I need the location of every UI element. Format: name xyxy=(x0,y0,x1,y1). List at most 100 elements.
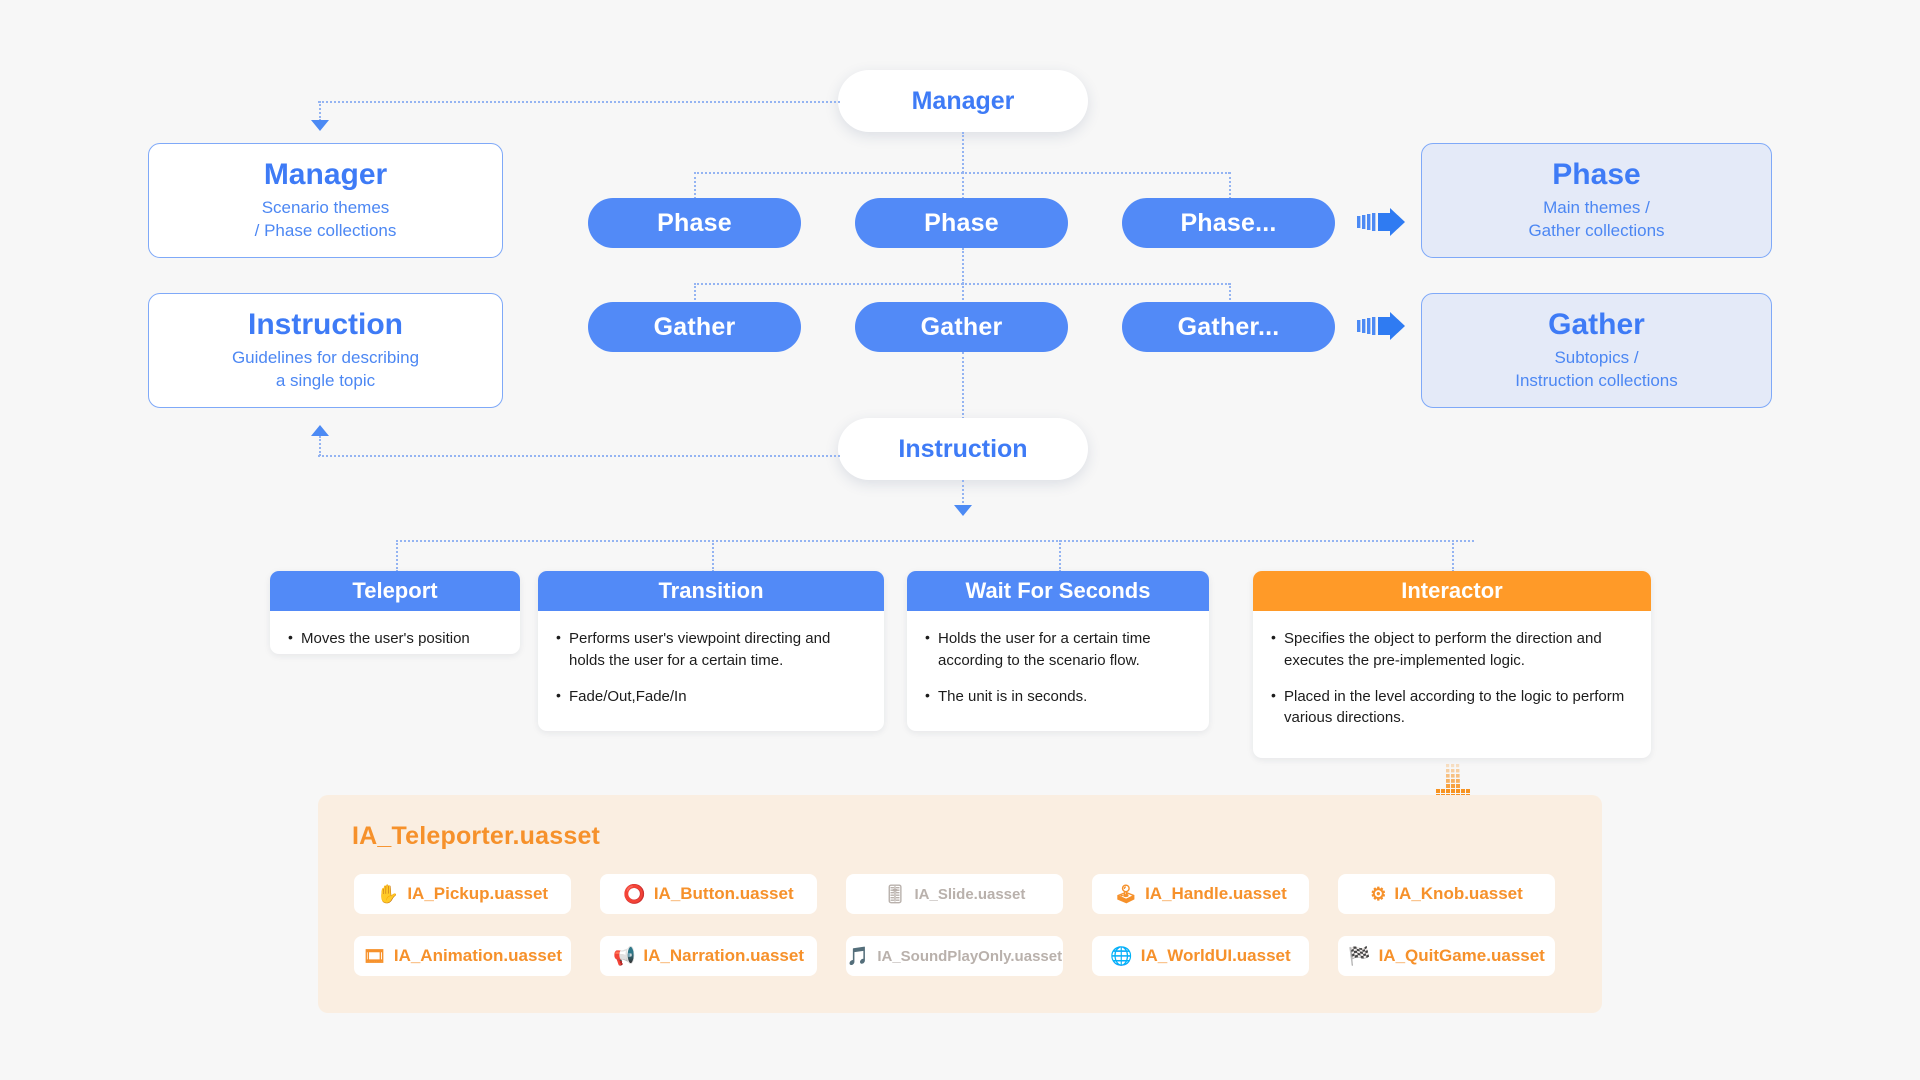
connector-instruction-to-left-box xyxy=(318,455,840,457)
connector-detail-bus xyxy=(396,540,1474,542)
card-wait-for-seconds[interactable]: Wait For Seconds Holds the user for a ce… xyxy=(907,571,1209,731)
card-interactor-header: Interactor xyxy=(1253,571,1651,611)
asset-chip-ia-animation[interactable]: 🎞 IA_Animation.uasset xyxy=(354,936,571,976)
card-wait-for-seconds-title: Wait For Seconds xyxy=(965,578,1151,603)
arrowhead-instruction-down xyxy=(954,505,972,516)
connector-gather-drop-2 xyxy=(962,283,964,304)
connector-gather-drop-3 xyxy=(1229,283,1231,304)
node-manager-pill-label: Manager xyxy=(911,86,1015,115)
connector-gather2-to-instruction xyxy=(962,352,964,419)
connector-detail-drop-2 xyxy=(712,540,714,572)
connector-manager-to-left-box xyxy=(318,101,840,103)
globe-icon: 🌐 xyxy=(1110,946,1133,966)
box-manager-definition: Manager Scenario themes / Phase collecti… xyxy=(148,143,503,258)
node-manager-pill[interactable]: Manager xyxy=(838,70,1088,132)
box-instruction-subtitle-line1: Guidelines for describing xyxy=(231,348,420,368)
joystick-icon: 🕹 xyxy=(1114,884,1138,904)
asset-chip-ia-handle[interactable]: 🕹 IA_Handle.uasset xyxy=(1092,874,1309,914)
connector-detail-drop-3 xyxy=(1059,540,1061,572)
node-gather-2[interactable]: Gather xyxy=(855,302,1068,352)
node-phase-2-label: Phase xyxy=(924,208,999,237)
asset-chip-ia-soundplayonly-label: IA_SoundPlayOnly.uasset xyxy=(877,947,1063,965)
asset-chip-ia-knob-label: IA_Knob.uasset xyxy=(1394,884,1523,903)
box-manager-subtitle-line1: Scenario themes xyxy=(261,198,390,218)
node-phase-3-label: Phase... xyxy=(1180,208,1277,237)
card-transition-title: Transition xyxy=(658,578,764,603)
node-phase-1[interactable]: Phase xyxy=(588,198,801,248)
connector-phase-drop-2 xyxy=(962,172,964,199)
card-teleport-header: Teleport xyxy=(270,571,520,611)
connector-detail-drop-4 xyxy=(1452,540,1454,572)
connector-phase-drop-1 xyxy=(694,172,696,199)
connector-phase2-stem xyxy=(962,248,964,284)
asset-chip-ia-pickup-label: IA_Pickup.uasset xyxy=(407,884,549,903)
card-transition-bullet-1: Performs user's viewpoint directing and … xyxy=(556,627,866,672)
node-phase-1-label: Phase xyxy=(657,208,732,237)
chequered-flag-icon: 🏁 xyxy=(1348,946,1371,966)
card-interactor-bullet-2: Placed in the level according to the log… xyxy=(1271,685,1633,730)
node-gather-1[interactable]: Gather xyxy=(588,302,801,352)
asset-chip-ia-pickup[interactable]: ✋ IA_Pickup.uasset xyxy=(354,874,571,914)
asset-chip-ia-slide-label: IA_Slide.uasset xyxy=(914,885,1026,903)
asset-chip-ia-quitgame-label: IA_QuitGame.uasset xyxy=(1378,946,1545,965)
card-wait-for-seconds-bullet-1: Holds the user for a certain time accord… xyxy=(925,627,1191,672)
card-interactor-body: Specifies the object to perform the dire… xyxy=(1253,611,1651,747)
connector-detail-drop-1 xyxy=(396,540,398,572)
box-phase-definition: Phase Main themes / Gather collections xyxy=(1421,143,1772,258)
box-gather-definition: Gather Subtopics / Instruction collectio… xyxy=(1421,293,1772,408)
asset-chip-ia-worldui-label: IA_WorldUI.uasset xyxy=(1140,946,1291,965)
box-instruction-subtitle-line2: a single topic xyxy=(275,370,376,390)
card-teleport-bullet-1: Moves the user's position xyxy=(288,627,502,650)
box-gather-subtitle-line1: Subtopics / xyxy=(1554,348,1639,368)
box-phase-title: Phase xyxy=(1552,157,1641,191)
film-frames-icon: 🎞 xyxy=(362,946,386,966)
node-gather-2-label: Gather xyxy=(920,312,1003,341)
box-instruction-definition: Instruction Guidelines for describing a … xyxy=(148,293,503,408)
connector-instruction-stem xyxy=(962,480,964,507)
node-gather-1-label: Gather xyxy=(653,312,736,341)
asset-panel-title: IA_Teleporter.uasset xyxy=(352,822,601,850)
arrowhead-manager-left xyxy=(311,120,329,131)
box-instruction-title: Instruction xyxy=(248,307,403,341)
card-teleport-body: Moves the user's position xyxy=(270,611,520,654)
card-teleport-title: Teleport xyxy=(352,578,438,603)
gear-icon: ⚙ xyxy=(1370,884,1387,904)
node-instruction-pill[interactable]: Instruction xyxy=(838,418,1088,480)
raised-hand-icon: ✋ xyxy=(376,884,400,904)
asset-chip-ia-handle-label: IA_Handle.uasset xyxy=(1145,884,1287,903)
box-gather-title: Gather xyxy=(1548,307,1645,341)
box-phase-subtitle-line2: Gather collections xyxy=(1528,220,1665,240)
asset-chip-ia-quitgame[interactable]: 🏁 IA_QuitGame.uasset xyxy=(1338,936,1555,976)
asset-chip-ia-button-label: IA_Button.uasset xyxy=(653,884,794,903)
card-interactor[interactable]: Interactor Specifies the object to perfo… xyxy=(1253,571,1651,758)
connector-gather-drop-1 xyxy=(694,283,696,304)
card-wait-for-seconds-bullet-2: The unit is in seconds. xyxy=(925,685,1191,708)
node-phase-2[interactable]: Phase xyxy=(855,198,1068,248)
node-gather-3[interactable]: Gather... xyxy=(1122,302,1335,352)
box-gather-subtitle-line2: Instruction collections xyxy=(1515,370,1678,390)
asset-chip-ia-narration-label: IA_Narration.uasset xyxy=(643,946,805,965)
asset-chip-ia-knob[interactable]: ⚙ IA_Knob.uasset xyxy=(1338,874,1555,914)
level-slider-icon: 🎚 xyxy=(883,884,907,904)
asset-chip-ia-worldui[interactable]: 🌐 IA_WorldUI.uasset xyxy=(1092,936,1309,976)
node-phase-3[interactable]: Phase... xyxy=(1122,198,1335,248)
card-teleport[interactable]: Teleport Moves the user's position xyxy=(270,571,520,654)
striped-arrow-gather xyxy=(1357,312,1405,340)
radio-button-icon: ⭕ xyxy=(623,884,646,904)
card-wait-for-seconds-header: Wait For Seconds xyxy=(907,571,1209,611)
node-instruction-pill-label: Instruction xyxy=(898,434,1028,463)
asset-chip-ia-slide[interactable]: 🎚 IA_Slide.uasset xyxy=(846,874,1063,914)
card-transition[interactable]: Transition Performs user's viewpoint dir… xyxy=(538,571,884,731)
asset-chip-ia-button[interactable]: ⭕ IA_Button.uasset xyxy=(600,874,817,914)
box-manager-title: Manager xyxy=(263,157,388,191)
asset-chip-ia-narration[interactable]: 📢 IA_Narration.uasset xyxy=(600,936,817,976)
asset-chip-ia-soundplayonly[interactable]: 🎵 IA_SoundPlayOnly.uasset xyxy=(846,936,1063,976)
megaphone-icon: 📢 xyxy=(612,946,636,966)
box-phase-subtitle-line1: Main themes / xyxy=(1543,198,1650,218)
connector-instruction-to-left-box-stem xyxy=(319,436,321,456)
arrowhead-instruction-left xyxy=(311,425,329,436)
card-interactor-title: Interactor xyxy=(1401,578,1503,603)
connector-phase-drop-3 xyxy=(1229,172,1231,199)
asset-chip-ia-animation-label: IA_Animation.uasset xyxy=(393,946,562,965)
